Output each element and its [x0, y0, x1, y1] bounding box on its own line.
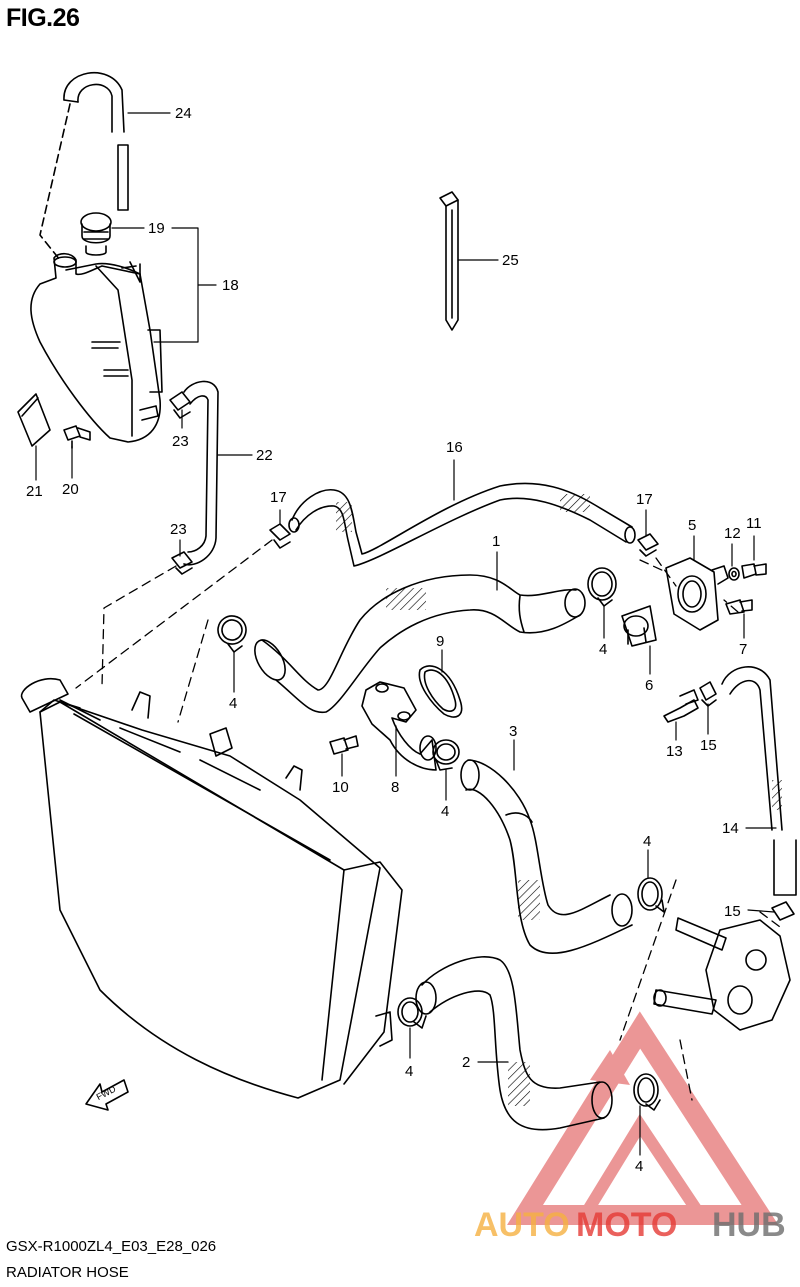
radiator	[20, 677, 403, 1099]
dashed-leaders	[75, 539, 785, 1101]
watermark-text-hub: HUB	[712, 1206, 786, 1244]
callout-leaders	[35, 112, 777, 1156]
callout-24: 24	[175, 105, 192, 122]
part-1-hose	[254, 574, 586, 714]
part-4-clamp-c	[432, 739, 460, 771]
part-4-clamp-f	[633, 1073, 661, 1111]
part-8-outlet-pipe	[361, 681, 437, 771]
callout-2: 2	[462, 1054, 470, 1071]
callout-15-lower: 15	[724, 903, 741, 920]
part-17-clip-right	[637, 533, 659, 557]
callout-4-b: 4	[599, 641, 607, 658]
part-25-cable-tie	[439, 191, 459, 331]
callout-11: 11	[746, 515, 762, 532]
part-15-clip-lower	[771, 901, 795, 921]
part-24-breather-hose	[39, 72, 129, 261]
part-22-hose	[183, 380, 219, 566]
callout-20: 20	[62, 481, 79, 498]
callout-6: 6	[645, 677, 653, 694]
callout-25: 25	[502, 252, 519, 269]
callout-17-right: 17	[636, 491, 653, 508]
callout-21: 21	[26, 483, 43, 500]
watermark-text-auto: AUTO	[474, 1206, 570, 1244]
part-4-clamp-a	[217, 615, 247, 653]
callout-12: 12	[724, 525, 741, 542]
part-15-clip-upper	[699, 681, 717, 707]
part-11-bolt	[741, 563, 767, 579]
part-3-hose	[460, 759, 633, 955]
callout-9: 9	[436, 633, 444, 650]
fwd-arrow	[85, 1079, 129, 1111]
callout-18: 18	[222, 277, 239, 294]
callout-23-lower: 23	[170, 521, 187, 538]
callout-1: 1	[492, 533, 500, 550]
part-4-clamp-d	[637, 877, 665, 913]
callout-14: 14	[722, 820, 739, 837]
part-2-hose	[415, 956, 613, 1131]
callout-13: 13	[666, 743, 683, 760]
callout-4-d: 4	[643, 833, 651, 850]
callout-3: 3	[509, 723, 517, 740]
callout-23-upper: 23	[172, 433, 189, 450]
callout-4-f: 4	[635, 1158, 643, 1175]
part-17-clip-left	[269, 523, 291, 549]
callout-10: 10	[332, 779, 349, 796]
callout-8: 8	[391, 779, 399, 796]
callout-16: 16	[446, 439, 463, 456]
callout-15-upper: 15	[700, 737, 717, 754]
diagram-name: RADIATOR HOSE	[6, 1264, 129, 1281]
part-21-label	[17, 393, 51, 447]
callout-17-left: 17	[270, 489, 287, 506]
part-23-clip-upper	[169, 391, 191, 419]
callout-4-a: 4	[229, 695, 237, 712]
water-pump-housing	[653, 917, 791, 1031]
model-code: GSX-R1000ZL4_E03_E28_026	[6, 1238, 217, 1255]
part-4-clamp-b	[587, 567, 617, 607]
part-19-cap	[80, 212, 112, 256]
part-23-clip-lower	[171, 551, 193, 575]
callout-4-c: 4	[441, 803, 449, 820]
part-6-thermostat	[621, 605, 657, 647]
part-12-washer	[728, 567, 740, 581]
part-20-bolt	[63, 425, 91, 449]
part-9-o-ring	[418, 665, 463, 718]
callout-4-e: 4	[405, 1063, 413, 1080]
part-13-bolt	[663, 689, 699, 723]
callout-7: 7	[739, 641, 747, 658]
part-16-hose	[288, 482, 636, 567]
callout-labels: 24 19 25 18 23 22 21 20 16 17 17 23 1 5 …	[26, 105, 762, 1175]
part-10-bolt	[329, 735, 359, 755]
watermark-wordmark: AUTO MOTO HUB	[474, 1206, 786, 1244]
callout-22: 22	[256, 447, 273, 464]
callout-19: 19	[148, 220, 165, 237]
part-14-hose	[721, 666, 797, 896]
figure-title: FIG.26	[6, 4, 80, 32]
part-5-thermostat-cover	[665, 557, 729, 631]
part-18-reservoir-tank	[30, 252, 163, 443]
callout-5: 5	[688, 517, 696, 534]
watermark-logo	[507, 1011, 779, 1225]
part-7-bolt	[725, 599, 753, 615]
watermark-text-moto: MOTO	[576, 1206, 677, 1244]
part-4-clamp-e	[397, 997, 427, 1029]
